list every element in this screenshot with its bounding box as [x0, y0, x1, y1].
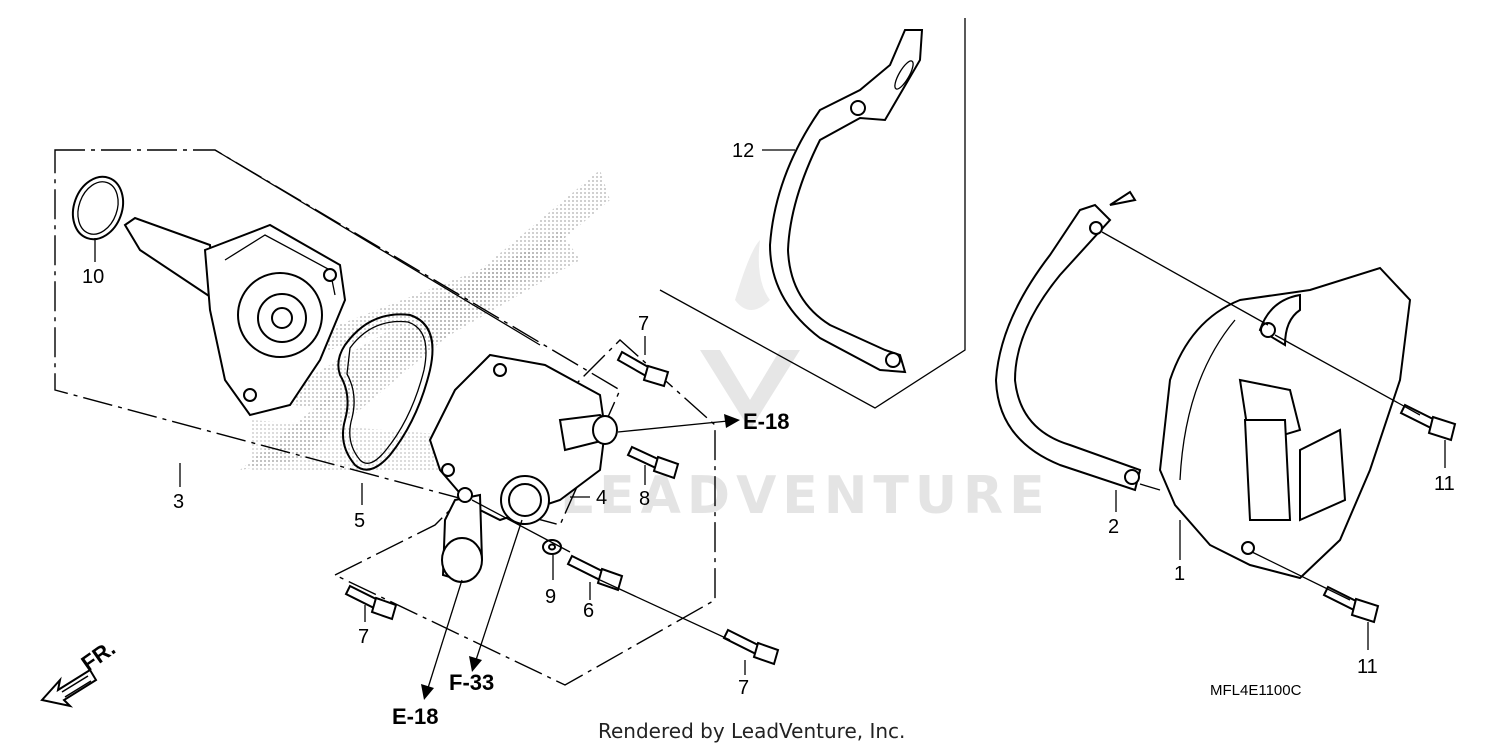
cover-gasket-12 — [768, 29, 924, 374]
callout-12: 12 — [732, 140, 754, 162]
front-indicator-label: FR. — [77, 635, 120, 676]
bolt-6 — [566, 554, 624, 592]
diagram-code: MFL4E1100C — [1210, 682, 1302, 699]
pump-cover — [428, 353, 618, 583]
callout-7-top: 7 — [638, 313, 649, 335]
credit-text: Rendered by LeadVenture, Inc. — [598, 719, 905, 743]
watermark-text: LEADVENTURE — [560, 466, 1051, 526]
bolt-11-bottom — [1322, 585, 1380, 624]
reference-arrows — [421, 414, 740, 700]
pump-gasket — [337, 313, 434, 471]
water-pump-assembly — [123, 216, 347, 417]
bolt-8 — [626, 445, 680, 480]
water-pump-cover-1 — [1109, 190, 1412, 580]
assembly-outline-cover — [659, 18, 966, 409]
ref-e18-bottom: E-18 — [392, 704, 438, 729]
bolt-11-top — [1399, 403, 1457, 442]
bolt-7-left — [344, 584, 398, 621]
ref-f33: F-33 — [449, 670, 494, 695]
callout-7-bottom: 7 — [738, 677, 749, 699]
callout-8: 8 — [639, 488, 650, 510]
callout-11-top: 11 — [1434, 473, 1455, 495]
ref-e18-top: E-18 — [743, 409, 789, 434]
bolt-7-bottom — [722, 628, 780, 666]
callout-7-left: 7 — [358, 626, 369, 648]
callout-5: 5 — [354, 510, 365, 532]
front-arrow-icon — [40, 668, 98, 708]
o-ring — [71, 175, 125, 241]
callout-11-bottom: 11 — [1357, 656, 1378, 678]
callout-1: 1 — [1174, 563, 1185, 585]
callout-4: 4 — [596, 487, 607, 509]
leadventure-logo-watermark: LEADVENTURE — [560, 240, 1051, 526]
callout-10: 10 — [82, 266, 104, 288]
callout-3: 3 — [173, 491, 184, 513]
bolt-7-top — [616, 350, 670, 388]
leader-lines — [94, 149, 1446, 675]
cover-gasket-2 — [994, 203, 1142, 492]
callout-2: 2 — [1108, 516, 1119, 538]
callout-9: 9 — [545, 586, 556, 608]
callout-6: 6 — [583, 600, 594, 622]
